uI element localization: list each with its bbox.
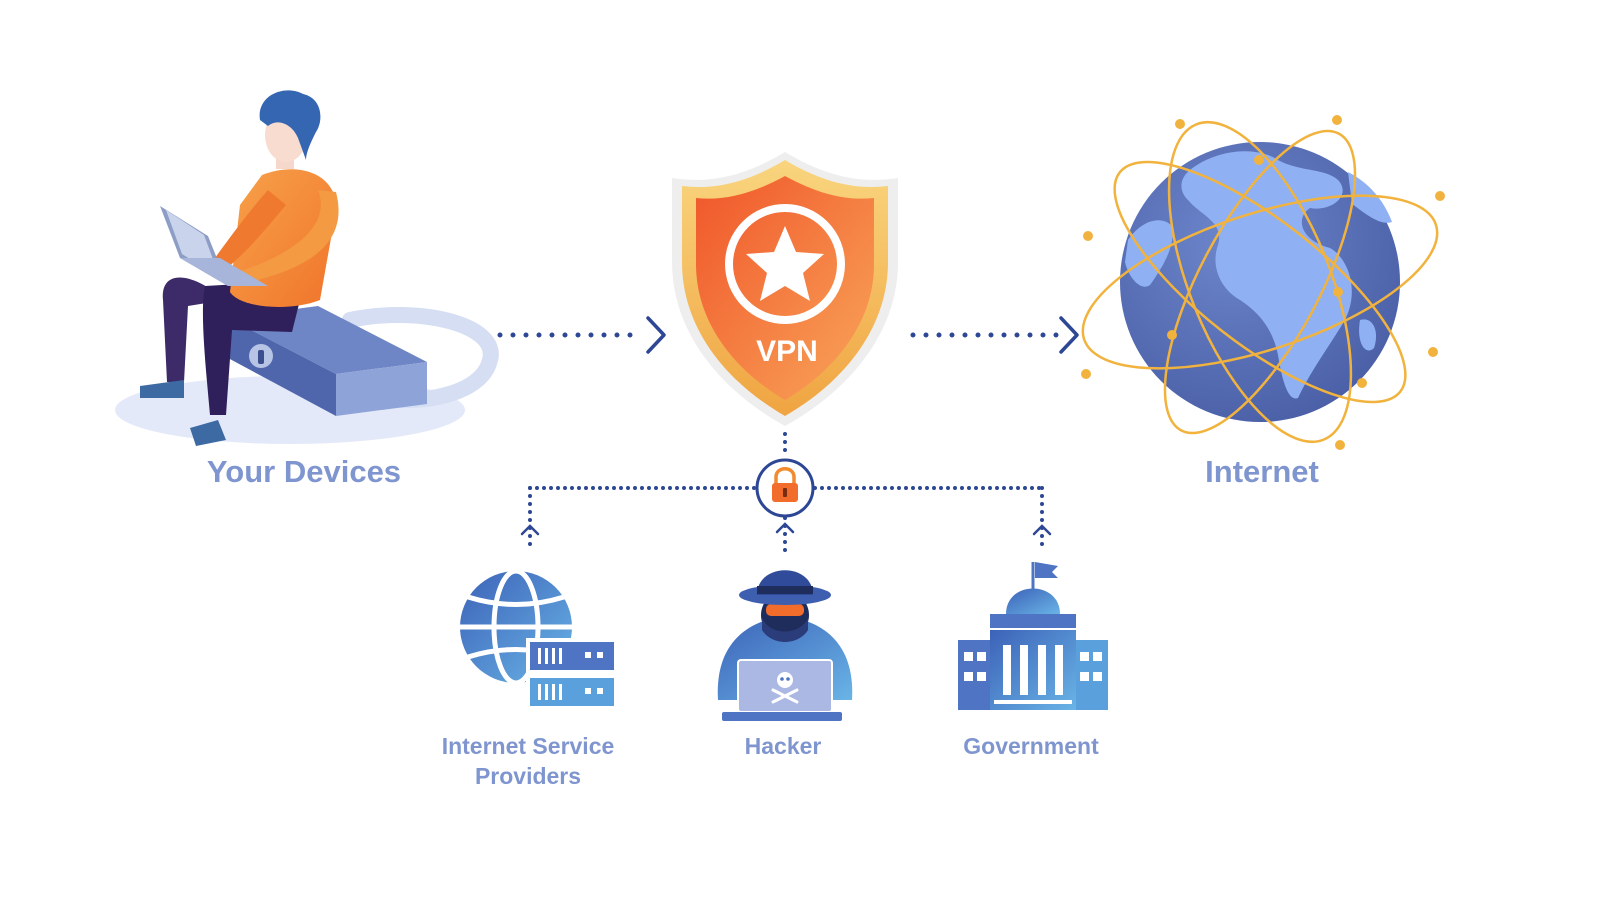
- isp-label: Internet Service Providers: [408, 731, 648, 791]
- vpn-badge-text: VPN: [756, 335, 818, 368]
- hacker-label: Hacker: [744, 733, 822, 759]
- blocked-connectors: [520, 432, 1052, 557]
- government-label: Government: [963, 733, 1099, 759]
- isp-icon: [460, 568, 618, 710]
- lock-icon: [755, 458, 815, 518]
- internet-globe: [1081, 115, 1445, 450]
- devices-label: Your Devices: [206, 454, 402, 489]
- hacker-icon: [717, 570, 853, 721]
- arrow-devices-to-vpn: [497, 316, 666, 354]
- devices-illustration: [115, 90, 499, 446]
- isp-label-line2: Providers: [474, 763, 582, 789]
- arrow-vpn-to-internet: [910, 316, 1079, 354]
- vpn-shield: VPN: [672, 152, 898, 426]
- government-icon: [958, 562, 1108, 710]
- isp-label-line1: Internet Service: [441, 733, 615, 759]
- internet-label: Internet: [1205, 454, 1319, 489]
